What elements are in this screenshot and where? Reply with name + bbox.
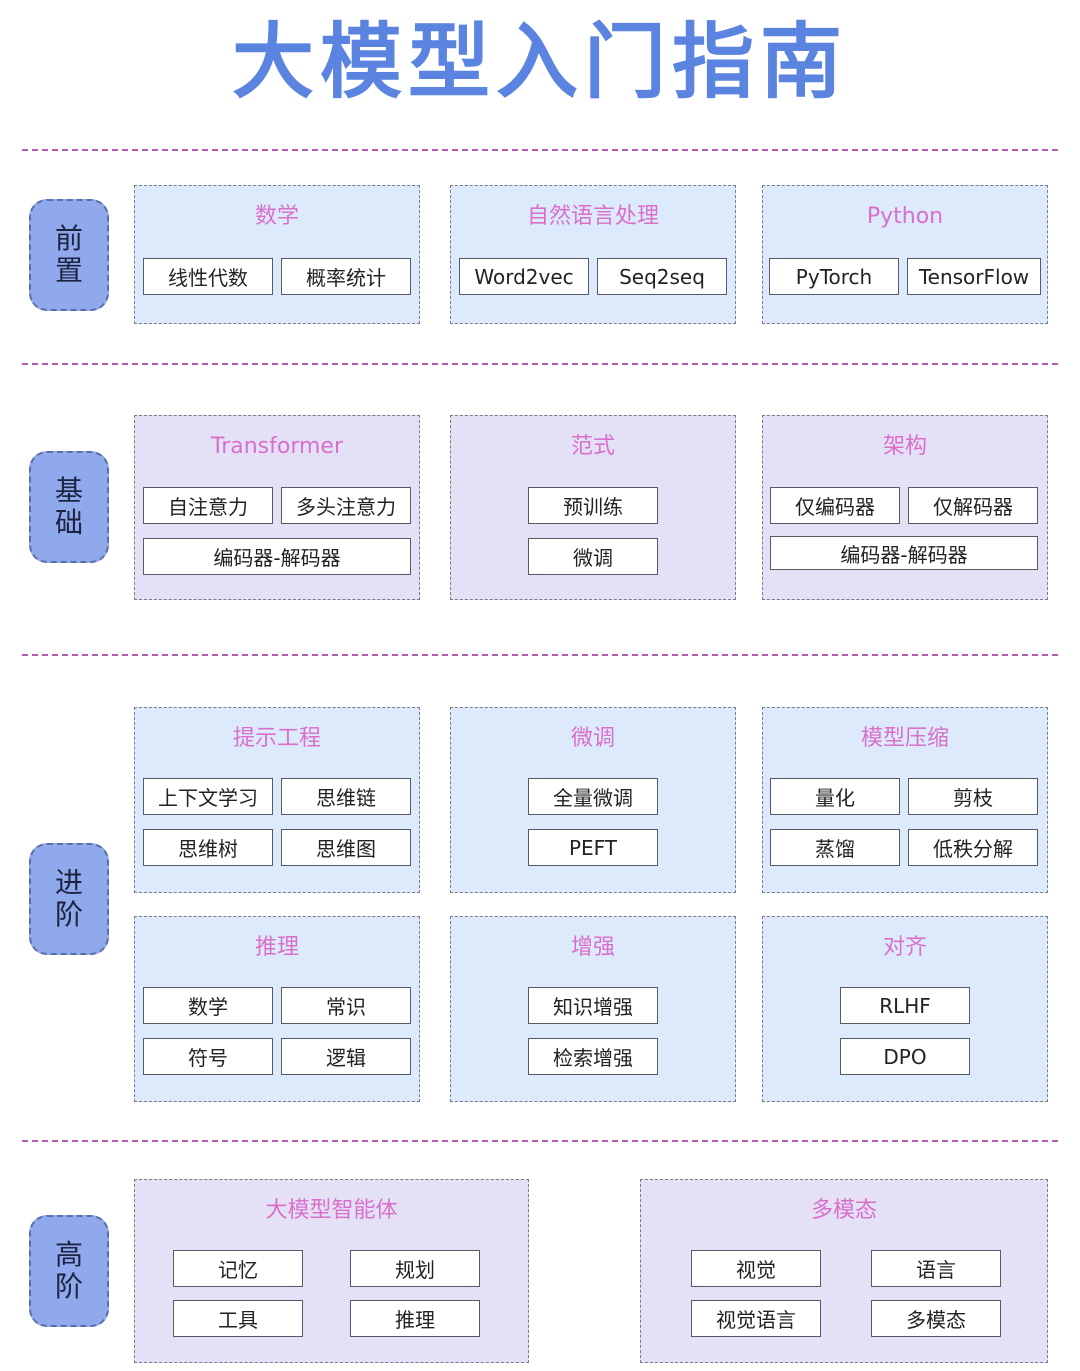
panel-title: 数学 <box>254 204 299 229</box>
panel-augmentation: 增强 知识增强 检索增强 <box>450 916 736 1102</box>
topic-box: 微调 <box>528 538 658 575</box>
topic-box: 剪枝 <box>908 778 1038 815</box>
topic-box: 符号 <box>143 1038 273 1075</box>
stage-label-basics: 基 础 <box>29 451 109 563</box>
topic-box: 规划 <box>350 1250 480 1287</box>
topic-box: 多模态 <box>871 1300 1001 1337</box>
stage-label-prerequisite: 前 置 <box>29 199 109 311</box>
topic-box: 低秩分解 <box>908 829 1038 866</box>
stage-label-advanced: 高 阶 <box>29 1215 109 1327</box>
topic-box: 思维链 <box>281 778 411 815</box>
stage-char: 基 <box>54 474 83 507</box>
topic-box: 编码器-解码器 <box>143 538 411 575</box>
panel-title: 自然语言处理 <box>526 204 659 229</box>
topic-box: 全量微调 <box>528 778 658 815</box>
stage-char: 础 <box>54 506 83 539</box>
topic-box: 视觉语言 <box>691 1300 821 1337</box>
topic-box: 预训练 <box>528 487 658 524</box>
panel-multimodal: 多模态 视觉 语言 视觉语言 多模态 <box>640 1179 1048 1363</box>
panel-math: 数学 线性代数 概率统计 <box>134 185 420 324</box>
panel-prompt-engineering: 提示工程 上下文学习 思维链 思维树 思维图 <box>134 707 420 893</box>
separator-line <box>22 149 1058 151</box>
topic-box: 仅解码器 <box>908 487 1038 524</box>
separator-line <box>22 654 1058 656</box>
topic-box: 数学 <box>143 987 273 1024</box>
topic-box: TensorFlow <box>907 258 1041 295</box>
topic-box: 检索增强 <box>528 1038 658 1075</box>
stage-label-intermediate: 进 阶 <box>29 843 109 955</box>
panel-title: 推理 <box>254 935 299 960</box>
topic-box: 视觉 <box>691 1250 821 1287</box>
topic-box: 常识 <box>281 987 411 1024</box>
topic-box: 量化 <box>770 778 900 815</box>
panel-nlp: 自然语言处理 Word2vec Seq2seq <box>450 185 736 324</box>
stage-char: 阶 <box>54 898 83 931</box>
topic-box: PEFT <box>528 829 658 866</box>
topic-box: 推理 <box>350 1300 480 1337</box>
separator-line <box>22 363 1058 365</box>
topic-box: 思维树 <box>143 829 273 866</box>
panel-finetuning: 微调 全量微调 PEFT <box>450 707 736 893</box>
panel-title: 大模型智能体 <box>265 1198 398 1223</box>
panel-alignment: 对齐 RLHF DPO <box>762 916 1048 1102</box>
topic-box: 记忆 <box>173 1250 303 1287</box>
panel-transformer: Transformer 自注意力 多头注意力 编码器-解码器 <box>134 415 420 600</box>
topic-box: 多头注意力 <box>281 487 411 524</box>
panel-reasoning: 推理 数学 常识 符号 逻辑 <box>134 916 420 1102</box>
panel-title: 架构 <box>882 434 927 459</box>
panel-title: Transformer <box>210 434 343 459</box>
topic-box: 知识增强 <box>528 987 658 1024</box>
topic-box: 线性代数 <box>143 258 273 295</box>
topic-box: Word2vec <box>459 258 589 295</box>
panel-title: 增强 <box>570 935 615 960</box>
topic-box: 仅编码器 <box>770 487 900 524</box>
stage-char: 高 <box>54 1238 83 1271</box>
stage-char: 前 <box>54 222 83 255</box>
panel-paradigm: 范式 预训练 微调 <box>450 415 736 600</box>
topic-box: 工具 <box>173 1300 303 1337</box>
panel-title: 范式 <box>570 434 615 459</box>
panel-llm-agent: 大模型智能体 记忆 规划 工具 推理 <box>134 1179 529 1363</box>
separator-line <box>22 1140 1058 1142</box>
panel-title: 提示工程 <box>232 726 321 751</box>
topic-box: PyTorch <box>769 258 899 295</box>
panel-python: Python PyTorch TensorFlow <box>762 185 1048 324</box>
topic-box: 逻辑 <box>281 1038 411 1075</box>
panel-model-compression: 模型压缩 量化 剪枝 蒸馏 低秩分解 <box>762 707 1048 893</box>
panel-title: 对齐 <box>882 935 927 960</box>
panel-architecture: 架构 仅编码器 仅解码器 编码器-解码器 <box>762 415 1048 600</box>
topic-box: 编码器-解码器 <box>770 536 1038 570</box>
panel-title: 多模态 <box>810 1198 877 1223</box>
topic-box: DPO <box>840 1038 970 1075</box>
panel-title: Python <box>866 204 944 229</box>
page-title: 大模型入门指南 <box>231 15 848 110</box>
stage-char: 置 <box>54 254 83 287</box>
topic-box: 概率统计 <box>281 258 411 295</box>
topic-box: 思维图 <box>281 829 411 866</box>
topic-box: 蒸馏 <box>770 829 900 866</box>
panel-title: 微调 <box>570 726 615 751</box>
topic-box: 自注意力 <box>143 487 273 524</box>
topic-box: 上下文学习 <box>143 778 273 815</box>
stage-char: 进 <box>54 866 83 899</box>
stage-char: 阶 <box>54 1270 83 1303</box>
panel-title: 模型压缩 <box>860 726 949 751</box>
topic-box: Seq2seq <box>597 258 727 295</box>
topic-box: 语言 <box>871 1250 1001 1287</box>
topic-box: RLHF <box>840 987 970 1024</box>
